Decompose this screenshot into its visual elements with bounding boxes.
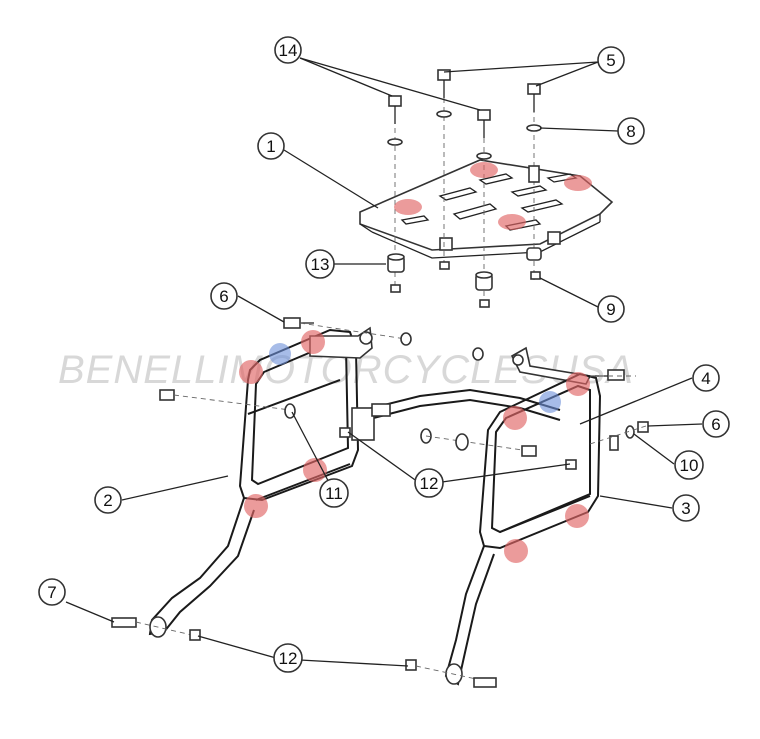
bushing-13-right (475, 271, 493, 291)
svg-text:9: 9 (606, 300, 615, 319)
svg-text:3: 3 (681, 499, 690, 518)
callout-6-right: 6 (702, 410, 730, 438)
callout-13: 13 (305, 249, 335, 279)
svg-text:1: 1 (266, 137, 275, 156)
bolt-5-right (527, 83, 541, 112)
svg-text:2: 2 (103, 491, 112, 510)
upper-tab-left (309, 326, 373, 359)
callout-8: 8 (617, 117, 645, 145)
callout-1: 1 (257, 132, 285, 160)
leader-lines (65, 57, 703, 667)
callout-4: 4 (692, 364, 720, 392)
callout-7: 7 (38, 578, 66, 606)
svg-text:12: 12 (279, 649, 298, 668)
callout-10: 10 (674, 450, 704, 480)
callout-11: 11 (319, 478, 349, 508)
center-crossbar (351, 388, 561, 441)
rear-rack-plate (359, 159, 614, 259)
bolt-14-right (477, 109, 491, 138)
bushing-13-left (387, 253, 405, 273)
callout-14: 14 (274, 36, 302, 64)
svg-text:8: 8 (626, 122, 635, 141)
svg-text:14: 14 (279, 41, 298, 60)
svg-text:4: 4 (701, 369, 710, 388)
callout-5: 5 (597, 46, 625, 74)
callout-12-bottom: 12 (273, 643, 303, 673)
svg-text:13: 13 (311, 255, 330, 274)
svg-text:7: 7 (47, 583, 56, 602)
svg-text:6: 6 (219, 287, 228, 306)
svg-text:11: 11 (325, 484, 343, 503)
rack-mount-highlights (394, 162, 592, 230)
callout-2: 2 (94, 486, 122, 514)
svg-text:6: 6 (711, 415, 720, 434)
svg-text:12: 12 (420, 474, 439, 493)
svg-text:5: 5 (606, 51, 615, 70)
callout-12-middle: 12 (414, 468, 444, 498)
left-side-frame (148, 328, 360, 638)
bushing-center (526, 247, 542, 261)
callout-6-left: 6 (210, 282, 238, 310)
frame-mount-highlights-blue (269, 343, 561, 413)
callout-9: 9 (597, 295, 625, 323)
callout-3: 3 (672, 494, 700, 522)
bolt-5-left (437, 69, 451, 98)
svg-text:10: 10 (680, 456, 699, 475)
frame-mount-highlights-red (239, 330, 590, 563)
bolt-14-left (388, 95, 402, 124)
